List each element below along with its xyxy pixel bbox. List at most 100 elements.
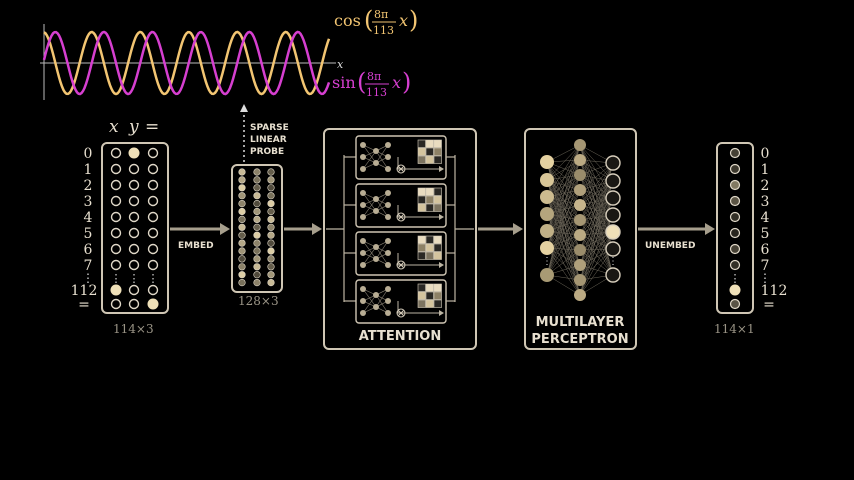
head-node: [385, 190, 391, 196]
mlp-edge: [579, 189, 614, 233]
sin-paren-open: (: [357, 68, 366, 96]
mlp-node: [540, 207, 554, 221]
mlp-edge: [546, 174, 581, 232]
embedding-cell: [267, 255, 275, 263]
unembed-label: UNEMBED: [645, 241, 695, 251]
head-attention-cell: [433, 147, 442, 156]
embedding-cell: [253, 192, 261, 200]
embedding-cell: [238, 192, 246, 200]
unembed-arrow-head: [705, 223, 715, 235]
input-header-x: x: [109, 117, 119, 137]
cos-denominator: 113: [373, 24, 394, 37]
head-node: [360, 310, 366, 316]
input-cell: [147, 147, 159, 159]
head-attention-cell: [417, 155, 426, 164]
mlp-node: [605, 267, 621, 283]
mlp-node: [605, 224, 621, 240]
mlp-node: [574, 229, 586, 241]
head-edge: [362, 198, 377, 218]
embedding-cell: [238, 184, 246, 192]
head-node: [373, 160, 379, 166]
embedding-cell: [267, 215, 275, 223]
mlp-edge: [579, 162, 614, 236]
embed-arrow-head: [220, 223, 230, 235]
input-row-label: 2: [84, 178, 93, 194]
head-attention-cell: [433, 195, 442, 204]
mlp-edge: [579, 162, 614, 221]
embedding-cell: [253, 239, 261, 247]
head-node: [360, 154, 366, 160]
sin-denominator: 113: [366, 86, 387, 99]
mlp-node: [574, 214, 586, 226]
embedding-cell: [267, 223, 275, 231]
head-node: [385, 250, 391, 256]
sin-label: sin ( 8π 113 x ): [332, 68, 411, 99]
output-dots: ⋮: [729, 147, 741, 310]
mlp-ellipsis: ⋮: [542, 256, 552, 267]
input-ellipsis: ⋮: [148, 272, 159, 285]
embedding-cell: [238, 231, 246, 239]
input-cell: [110, 195, 122, 207]
mlp-edge: [546, 161, 581, 221]
head-edge: [375, 240, 389, 260]
input-row-label: 5: [84, 226, 93, 242]
attention-to-mlp-head: [513, 223, 523, 235]
input-cell: [128, 195, 140, 207]
mlp-edge: [546, 144, 581, 198]
mlp-edge: [546, 196, 581, 251]
input-cell: [147, 259, 159, 271]
input-cell: [128, 147, 140, 159]
sin-fn-text: sin: [332, 73, 356, 92]
output-row-last: 112: [761, 283, 788, 299]
embedding-cell: [267, 239, 275, 247]
attention-to-mlp-arrow: [478, 223, 523, 235]
mlp-edge: [546, 196, 581, 266]
head-node: [360, 166, 366, 172]
input-cell: [147, 298, 159, 310]
head-attention-cell: [425, 155, 434, 164]
embedding-cell: [238, 255, 246, 263]
embedding-cell: [253, 207, 261, 216]
embedding-cell: [267, 176, 275, 184]
unembed-arrow: UNEMBED: [638, 223, 715, 251]
embedding-cell: [238, 279, 246, 287]
head-attention-cell: [433, 243, 442, 252]
embedding-cell: [238, 200, 246, 208]
embedding-shape-label: 128×3: [238, 294, 279, 308]
head-node: [385, 214, 391, 220]
head-node: [373, 304, 379, 310]
head-attention-cell: [417, 243, 426, 252]
mlp-network: ⋮⋮: [540, 139, 621, 301]
input-shape-label: 114×3: [113, 322, 154, 336]
head-node: [360, 214, 366, 220]
mlp-edge: [546, 174, 581, 215]
mlp-node: [574, 184, 586, 196]
embedding-cell: [238, 215, 246, 223]
head-attention-cell: [425, 235, 434, 244]
mlp-node: [574, 259, 586, 271]
sin-numerator: 8π: [367, 70, 381, 83]
head-multiply-stroke: [398, 310, 404, 316]
head-attention-cell: [425, 299, 434, 308]
cos-label: cos ( 8π 113 x ): [334, 6, 418, 37]
head-attention-cell: [425, 187, 434, 196]
embedding-cell: [267, 247, 275, 255]
mlp-node: [574, 289, 586, 301]
output-matrix-box: [716, 142, 754, 314]
head-attention-cell: [425, 243, 434, 252]
head-arrow-head: [439, 262, 444, 268]
input-row-label: 3: [84, 194, 93, 210]
head-arrow-head: [439, 214, 444, 220]
head-attention-cell: [425, 283, 434, 292]
output-cell: [729, 259, 741, 271]
embed-to-attention-head: [312, 223, 322, 235]
mlp-node: [605, 155, 621, 171]
cos-fn-text: cos: [334, 11, 361, 30]
mlp-node: [605, 241, 621, 257]
embedding-cell: [267, 192, 275, 200]
head-attention-cell: [425, 147, 434, 156]
mlp-edge: [546, 159, 581, 276]
cos-var: x: [399, 11, 408, 30]
